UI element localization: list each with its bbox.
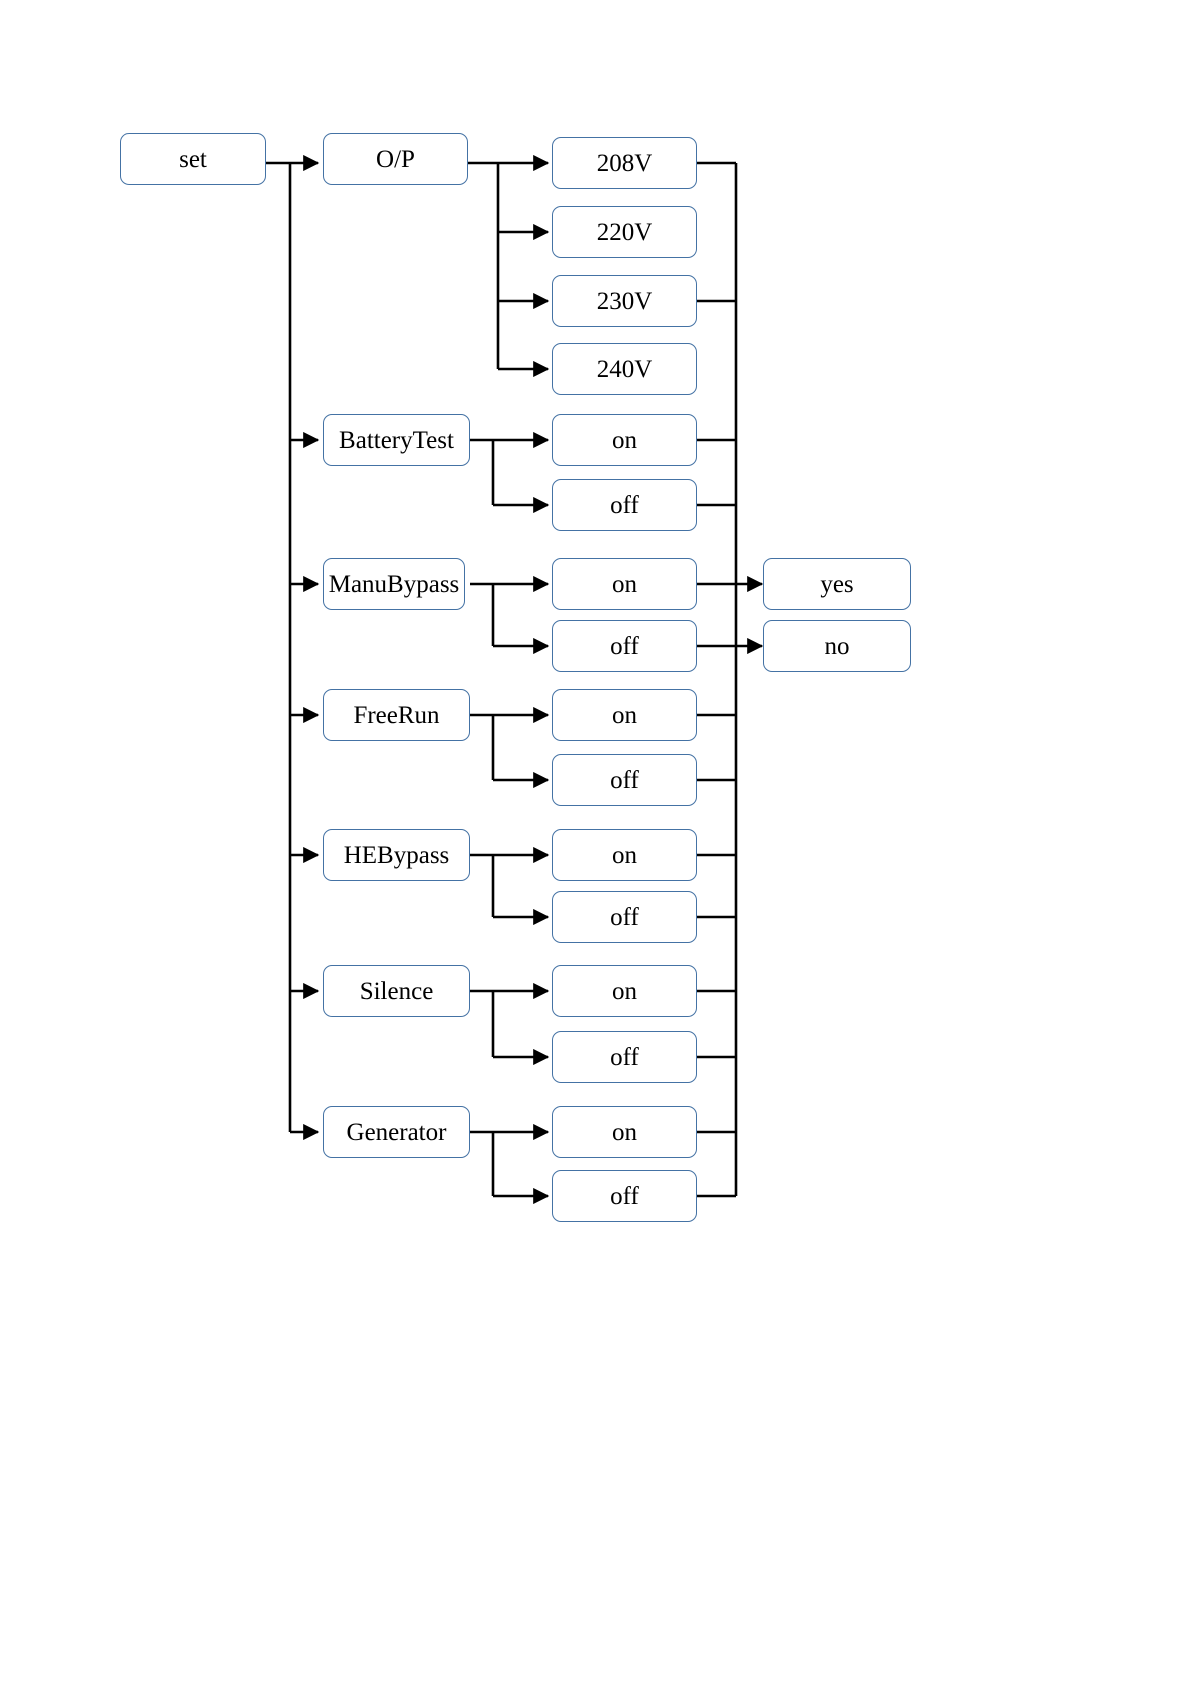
node-hebypass-off[interactable]: off [552,891,697,943]
node-manubypass-off[interactable]: off [552,620,697,672]
node-label: on [612,841,637,869]
node-label: on [612,426,637,454]
node-hebypass-on[interactable]: on [552,829,697,881]
node-silence-off[interactable]: off [552,1031,697,1083]
node-batterytest[interactable]: BatteryTest [323,414,470,466]
node-freerun[interactable]: FreeRun [323,689,470,741]
node-batterytest-off[interactable]: off [552,479,697,531]
node-generator-on[interactable]: on [552,1106,697,1158]
node-label: no [824,632,850,660]
node-label: HEBypass [343,841,450,869]
node-no[interactable]: no [763,620,911,672]
node-set[interactable]: set [120,133,266,185]
node-label: 230V [596,287,653,315]
node-yes[interactable]: yes [763,558,911,610]
node-freerun-on[interactable]: on [552,689,697,741]
node-label: on [612,701,637,729]
node-label: on [612,1118,637,1146]
node-label: 220V [596,218,653,246]
node-label: off [610,491,639,519]
node-label: Silence [359,977,434,1005]
node-label: 240V [596,355,653,383]
node-op-220v[interactable]: 220V [552,206,697,258]
node-manubypass[interactable]: ManuBypass [323,558,465,610]
node-silence-on[interactable]: on [552,965,697,1017]
node-hebypass[interactable]: HEBypass [323,829,470,881]
node-freerun-off[interactable]: off [552,754,697,806]
node-label: BatteryTest [339,426,454,454]
node-label: FreeRun [353,701,440,729]
node-label: O/P [376,145,415,173]
node-label: ManuBypass [328,570,460,598]
node-generator[interactable]: Generator [323,1106,470,1158]
node-label: off [610,766,639,794]
node-label: on [612,570,637,598]
node-label: Generator [346,1118,447,1146]
node-label: off [610,903,639,931]
node-op-208v[interactable]: 208V [552,137,697,189]
node-label: set [179,145,207,173]
node-label: off [610,1182,639,1210]
node-label: off [610,1043,639,1071]
node-silence[interactable]: Silence [323,965,470,1017]
node-op[interactable]: O/P [323,133,468,185]
node-label: yes [820,570,854,598]
node-op-240v[interactable]: 240V [552,343,697,395]
node-label: on [612,977,637,1005]
node-manubypass-on[interactable]: on [552,558,697,610]
node-label: 208V [596,149,653,177]
node-generator-off[interactable]: off [552,1170,697,1222]
node-label: off [610,632,639,660]
node-batterytest-on[interactable]: on [552,414,697,466]
node-op-230v[interactable]: 230V [552,275,697,327]
